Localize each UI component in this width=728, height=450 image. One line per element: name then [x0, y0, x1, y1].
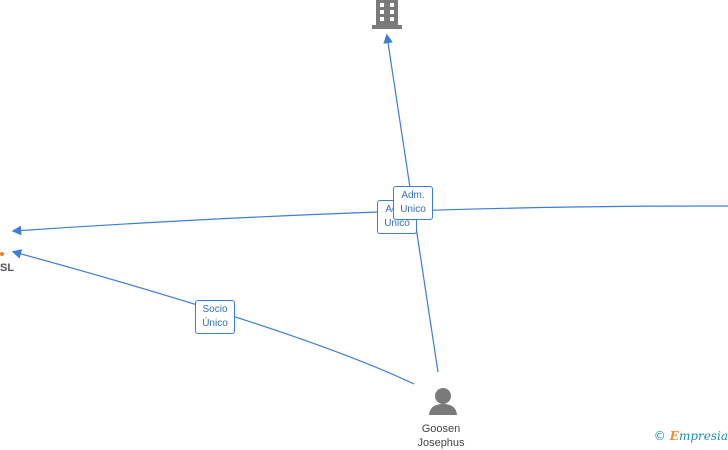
copyright-icon: © — [653, 429, 666, 443]
company-dot-icon[interactable] — [0, 252, 4, 256]
edge-person-to-left-company — [11, 249, 415, 385]
edge-right-to-left-company — [11, 205, 728, 236]
person-name-label[interactable]: Goosen Josephus — [401, 422, 481, 450]
building-icon[interactable] — [372, 0, 402, 29]
person-icon[interactable] — [429, 388, 457, 415]
edge-label-socio[interactable]: Socio Único — [195, 300, 235, 334]
left-company-label[interactable]: SL — [0, 262, 15, 274]
brand-e: E — [669, 429, 679, 443]
brand-rest: mpresia — [678, 429, 728, 443]
person-name-line2: Josephus — [417, 437, 465, 449]
empresia-logo: ©Empresia — [654, 429, 728, 443]
edge-label-adm-front[interactable]: Adm. Unico — [393, 186, 433, 220]
person-name-line1: Goosen — [421, 423, 461, 435]
